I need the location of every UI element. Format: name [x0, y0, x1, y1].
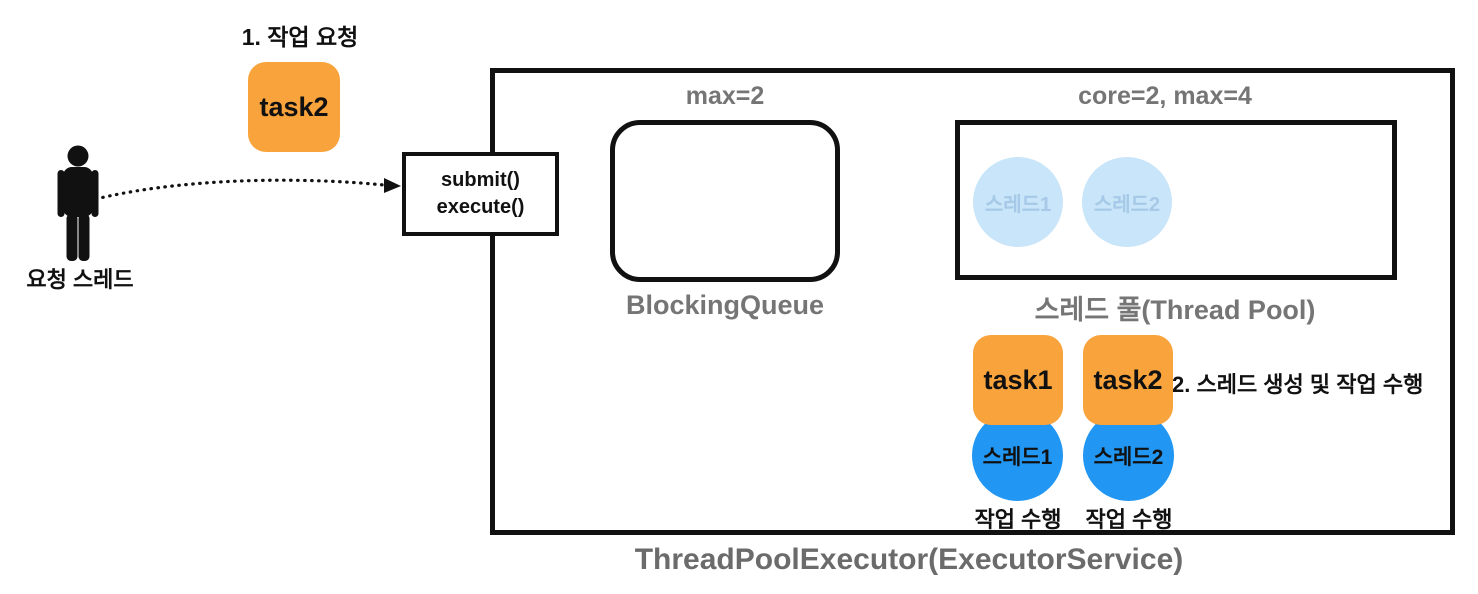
running-status-2: 작업 수행: [1085, 507, 1173, 532]
idle-thread-1: 스레드1: [973, 157, 1063, 247]
execute-method-label: execute(): [436, 196, 525, 218]
step2-label: 2. 스레드 생성 및 작업 수행: [1172, 372, 1424, 397]
thread-pool-label: 스레드 풀(Thread Pool): [1034, 295, 1316, 325]
request-arrow-head: [384, 178, 401, 193]
request-arrow: [94, 178, 401, 201]
step1-label: 1. 작업 요청: [241, 24, 359, 50]
running-task-2: task2: [1083, 335, 1173, 425]
queue-capacity-label: max=2: [685, 82, 765, 110]
executor-boundary: [490, 68, 1455, 535]
requester-person-icon: [57, 145, 99, 261]
blocking-queue-shape: [610, 120, 840, 282]
running-task-1: task1: [973, 335, 1063, 425]
requester-label: 요청 스레드: [26, 267, 134, 292]
submit-method-label: submit(): [441, 169, 520, 191]
running-status-1: 작업 수행: [974, 507, 1062, 532]
request-arrow-line: [94, 178, 386, 201]
pool-capacity-label: core=2, max=4: [1078, 82, 1252, 110]
executor-title: ThreadPoolExecutor(ExecutorService): [634, 543, 1184, 576]
request-task-box: task2: [248, 62, 340, 152]
running-thread-2: 스레드2: [1083, 410, 1174, 501]
idle-thread-2: 스레드2: [1082, 157, 1172, 247]
submit-execute-box: submit() execute(): [402, 152, 559, 236]
blocking-queue-label: BlockingQueue: [625, 290, 825, 320]
running-thread-1: 스레드1: [972, 410, 1063, 501]
